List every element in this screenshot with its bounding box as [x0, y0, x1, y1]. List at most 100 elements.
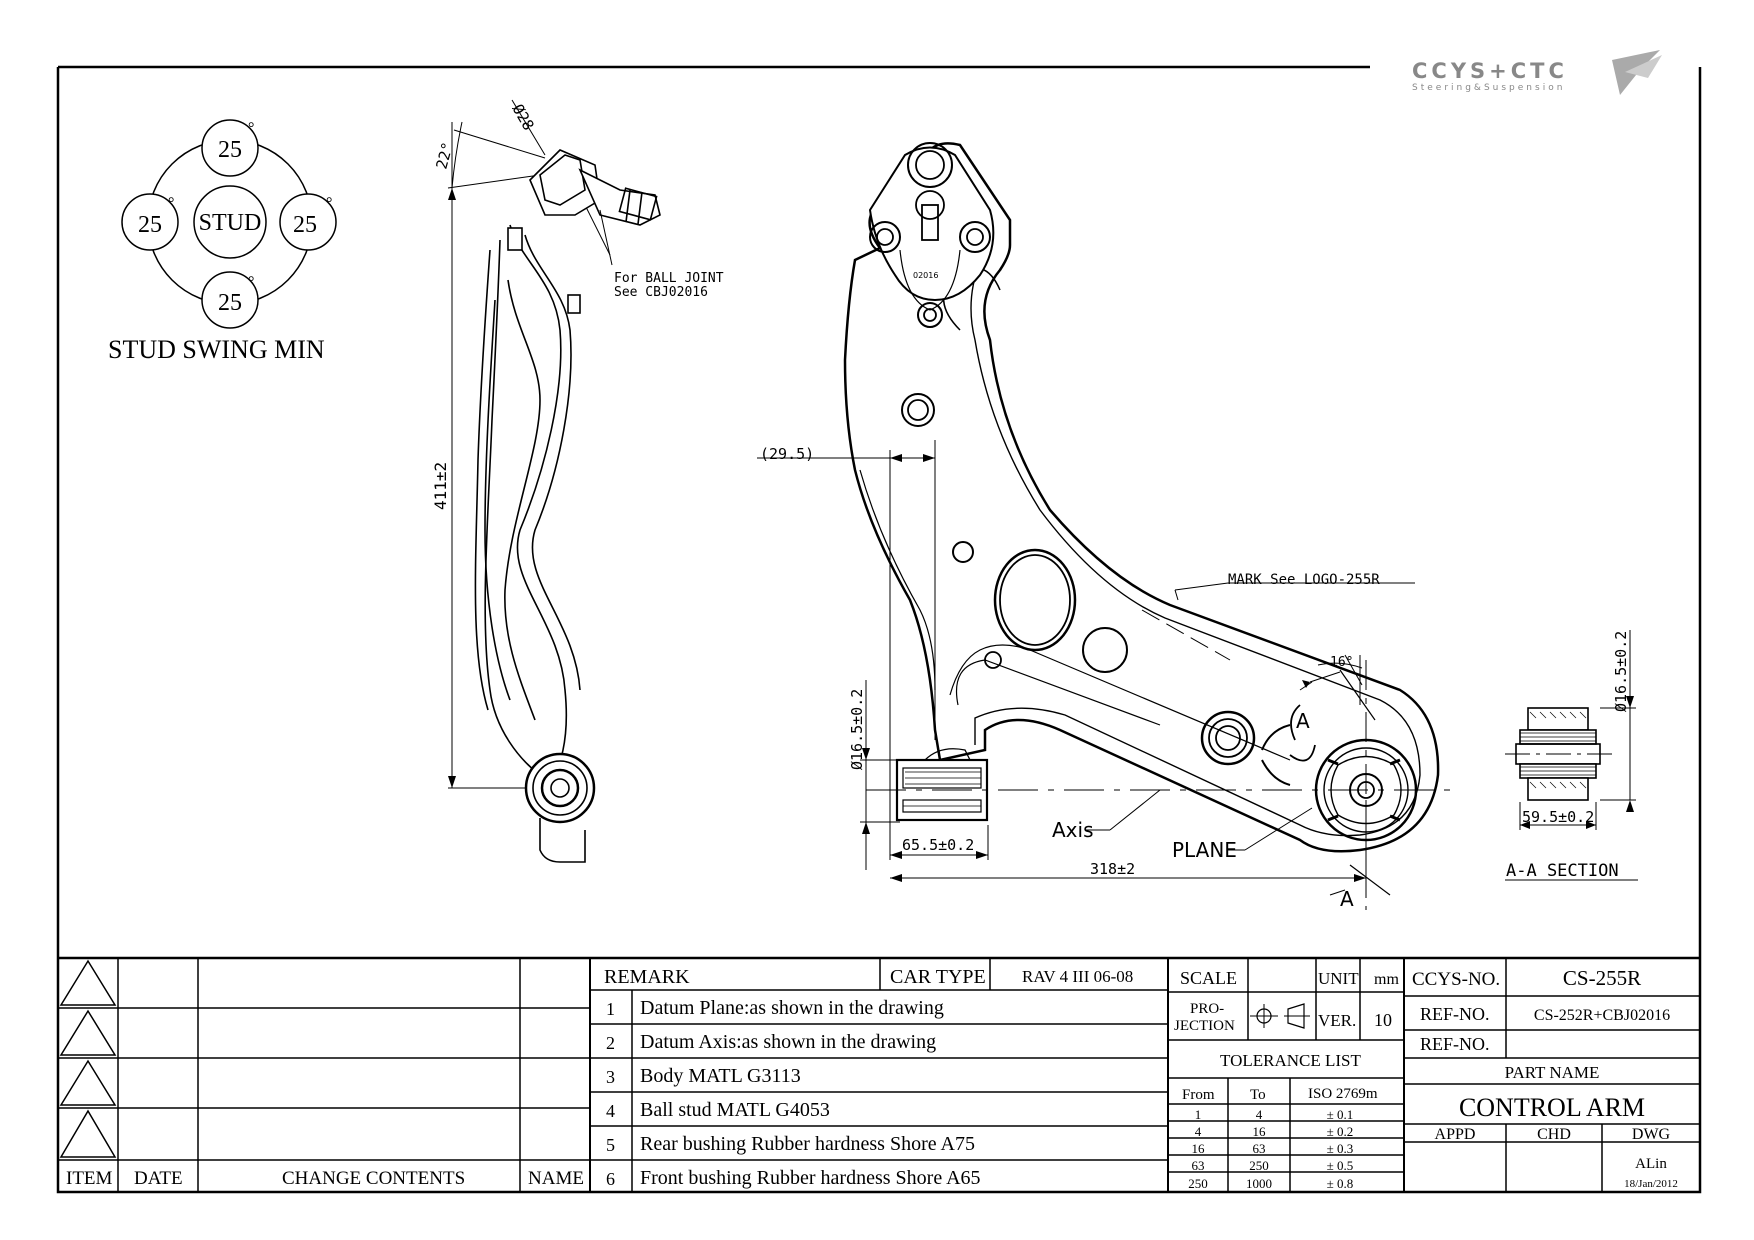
- svg-text:3: 3: [606, 1067, 615, 1087]
- section-view: [1505, 630, 1638, 881]
- bush-length-dimension: 65.5±0.2: [902, 836, 974, 854]
- ball-joint-note-2: See CBJ02016: [614, 285, 708, 300]
- plan-view-labels: 02016 (29.5) MARK See LOGO-255R 16° A A …: [760, 271, 1380, 911]
- car-type-value: RAV 4 III 06-08: [1022, 967, 1133, 986]
- overall-length-dimension: 318±2: [1090, 860, 1135, 878]
- svg-text:4: 4: [1195, 1124, 1202, 1139]
- angle16-dimension: 16°: [1330, 655, 1353, 670]
- part-name-label: PART NAME: [1505, 1063, 1600, 1082]
- svg-text:2: 2: [606, 1033, 615, 1053]
- section-a-marker-top: A: [1296, 709, 1310, 733]
- tolerance-title: TOLERANCE LIST: [1220, 1051, 1361, 1070]
- ccys-no-label: CCYS-NO.: [1412, 969, 1500, 990]
- svg-text:63: 63: [1253, 1141, 1266, 1156]
- axis-label: Axis: [1052, 818, 1094, 842]
- scale-label: SCALE: [1180, 968, 1237, 988]
- swing-circle-bottom: [201, 271, 259, 329]
- ref-no-label-1: REF-NO.: [1420, 1004, 1490, 1024]
- stud-label: STUD: [199, 210, 262, 236]
- ball-joint-note-1: For BALL JOINT: [614, 271, 724, 286]
- header-name: NAME: [528, 1168, 584, 1189]
- title-block-grid: [58, 956, 1700, 1192]
- header-date: DATE: [134, 1168, 183, 1189]
- dwg-label: DWG: [1632, 1126, 1671, 1143]
- svg-text:5: 5: [606, 1135, 615, 1155]
- svg-text:4: 4: [606, 1101, 615, 1121]
- remark-item-2: Datum Axis:as shown in the drawing: [640, 1031, 936, 1053]
- remark-item-1: Datum Plane:as shown in the drawing: [640, 997, 944, 1019]
- remark-header: REMARK: [604, 966, 690, 988]
- svg-text:To: To: [1250, 1087, 1266, 1103]
- svg-text:6: 6: [606, 1169, 615, 1189]
- svg-text:JECTION: JECTION: [1174, 1018, 1235, 1034]
- swing-top-value: 25: [218, 137, 242, 163]
- scale-unit-block: SCALE UNIT mm PRO- JECTION VER. 10 TOLER…: [1174, 968, 1399, 1103]
- ref-no-value-1: CS-252R+CBJ02016: [1534, 1007, 1670, 1024]
- bush-dia-dimension: Ø16.5±0.2: [848, 689, 866, 770]
- part-info-block: CCYS-NO. CS-255R REF-NO. CS-252R+CBJ0201…: [1412, 966, 1678, 1190]
- svg-text:± 0.5: ± 0.5: [1327, 1158, 1354, 1173]
- section-title: A-A SECTION: [1506, 861, 1619, 881]
- drawing-border: [56, 65, 1702, 1194]
- section-dia-dimension: Ø16.5±0.2: [1612, 631, 1630, 712]
- stud-swing-diagram: STUD 25 25 25 25 ° ° ° ° STUD SWING MIN: [108, 119, 337, 364]
- ref-no-label-2: REF-NO.: [1420, 1034, 1490, 1054]
- car-type-label: CAR TYPE: [890, 966, 986, 988]
- swing-right-value: 25: [293, 212, 317, 238]
- plane-label: PLANE: [1172, 838, 1237, 862]
- version-value: 10: [1374, 1010, 1392, 1030]
- svg-text:± 0.2: ± 0.2: [1327, 1124, 1354, 1139]
- angle22-dimension: 22°: [432, 140, 456, 171]
- svg-text:°: °: [248, 120, 254, 137]
- plan-view-dimensions: [757, 440, 1460, 910]
- stud-swing-caption: STUD SWING MIN: [108, 335, 325, 364]
- remark-item-4: Ball stud MATL G4053: [640, 1099, 830, 1121]
- svg-text:°: °: [326, 195, 332, 212]
- svg-text:± 0.8: ± 0.8: [1327, 1176, 1354, 1191]
- company-logo: CCYS+CTC Steering&Suspension: [1412, 50, 1662, 95]
- version-label: VER.: [1318, 1011, 1356, 1030]
- header-item: ITEM: [66, 1168, 113, 1189]
- svg-text:16: 16: [1192, 1141, 1206, 1156]
- svg-text:1000: 1000: [1246, 1176, 1272, 1191]
- mark-note: MARK See LOGO-255R: [1228, 572, 1380, 588]
- svg-text:°: °: [248, 274, 254, 291]
- drawing-date: 18/Jan/2012: [1624, 1178, 1678, 1190]
- height-dimension: 411±2: [431, 462, 450, 510]
- svg-text:4: 4: [1256, 1107, 1263, 1122]
- dia28-dimension: Ø28: [509, 101, 538, 133]
- tolerance-list: 1 4 ± 0.1 4 16 ± 0.2 16 63 ± 0.3 63 250 …: [1188, 1107, 1353, 1191]
- swing-circle-left: [121, 193, 179, 251]
- part-name-value: CONTROL ARM: [1459, 1093, 1645, 1122]
- swing-left-value: 25: [138, 212, 162, 238]
- svg-text:1: 1: [1195, 1107, 1202, 1122]
- remarks-table: REMARK CAR TYPE RAV 4 III 06-08 1 Datum …: [604, 966, 1133, 1189]
- svg-text:16: 16: [1253, 1124, 1267, 1139]
- drawer-name: ALin: [1635, 1156, 1667, 1172]
- unit-label: UNIT: [1318, 969, 1359, 988]
- svg-text:ISO 2769m: ISO 2769m: [1308, 1086, 1378, 1102]
- svg-text:± 0.1: ± 0.1: [1327, 1107, 1354, 1122]
- appd-label: APPD: [1435, 1126, 1476, 1143]
- stud-circle: [193, 185, 267, 259]
- section-view-labels: Ø16.5±0.2 59.5±0.2 A-A SECTION: [1506, 631, 1630, 881]
- chd-label: CHD: [1537, 1126, 1571, 1143]
- plan-view: [843, 142, 1440, 853]
- ccys-no-value: CS-255R: [1563, 966, 1641, 990]
- section-a-marker-bottom: A: [1340, 887, 1354, 911]
- projection-label: PRO-: [1190, 1001, 1224, 1017]
- remark-item-5: Rear bushing Rubber hardness Shore A75: [640, 1133, 975, 1155]
- swing-circle-top: [201, 119, 259, 177]
- svg-text:CCYS+CTC: CCYS+CTC: [1412, 59, 1568, 83]
- unit-value: mm: [1374, 971, 1399, 988]
- svg-text:1: 1: [606, 999, 615, 1019]
- revision-headers: ITEM DATE CHANGE CONTENTS NAME: [66, 1168, 584, 1189]
- side-view: [447, 99, 661, 863]
- svg-text:Steering&Suspension: Steering&Suspension: [1412, 83, 1565, 93]
- offset-dimension: (29.5): [760, 445, 814, 463]
- header-change-contents: CHANGE CONTENTS: [282, 1168, 465, 1189]
- remark-item-3: Body MATL G3113: [640, 1065, 801, 1087]
- svg-text:°: °: [168, 195, 174, 212]
- swing-bottom-value: 25: [218, 290, 242, 316]
